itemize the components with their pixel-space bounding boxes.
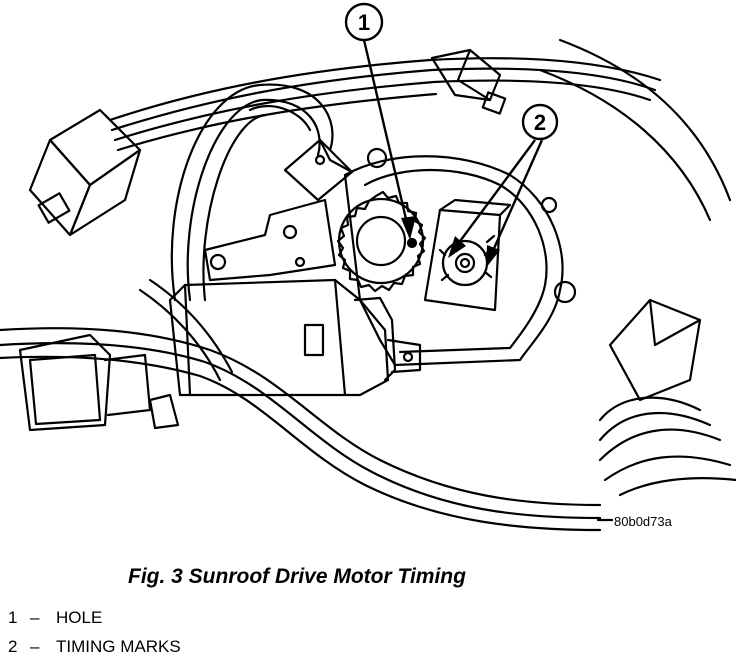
small-gear bbox=[423, 198, 512, 312]
legend-label: TIMING MARKS bbox=[56, 637, 181, 656]
legend-label: HOLE bbox=[56, 608, 103, 627]
callout-1: 1 bbox=[344, 2, 416, 240]
connector-bottom-left bbox=[18, 333, 152, 432]
motor-diagram: 1 2 80b0d73a bbox=[0, 2, 736, 532]
callout-2-number: 2 bbox=[534, 110, 546, 135]
callout-1-number: 1 bbox=[358, 10, 370, 35]
connector-right bbox=[598, 298, 736, 497]
legend-separator: – bbox=[30, 637, 40, 656]
figure-caption: Fig. 3 Sunroof Drive Motor Timing bbox=[128, 565, 466, 588]
legend-number: 1 bbox=[8, 608, 18, 627]
legend-separator: – bbox=[30, 608, 40, 627]
wiring-harness-bottom bbox=[0, 278, 602, 532]
gear-housing bbox=[343, 147, 577, 367]
legend-number: 2 bbox=[8, 637, 18, 656]
legend-item-hole: 1–HOLE bbox=[8, 608, 102, 628]
roof-panel-outline bbox=[558, 38, 732, 202]
connector-top-right bbox=[430, 48, 507, 115]
figure-reference-code: 80b0d73a bbox=[614, 514, 673, 529]
harness-clip bbox=[148, 393, 180, 430]
mounting-bracket bbox=[203, 198, 337, 282]
wiring-harness-top bbox=[108, 57, 662, 152]
large-gear bbox=[336, 190, 427, 293]
callout-2: 2 bbox=[448, 103, 559, 268]
wire-loop bbox=[170, 83, 334, 302]
connector-top-left bbox=[28, 108, 142, 237]
roof-panel-outline-inner bbox=[538, 68, 712, 222]
legend-item-timing-marks: 2–TIMING MARKS bbox=[8, 637, 181, 657]
